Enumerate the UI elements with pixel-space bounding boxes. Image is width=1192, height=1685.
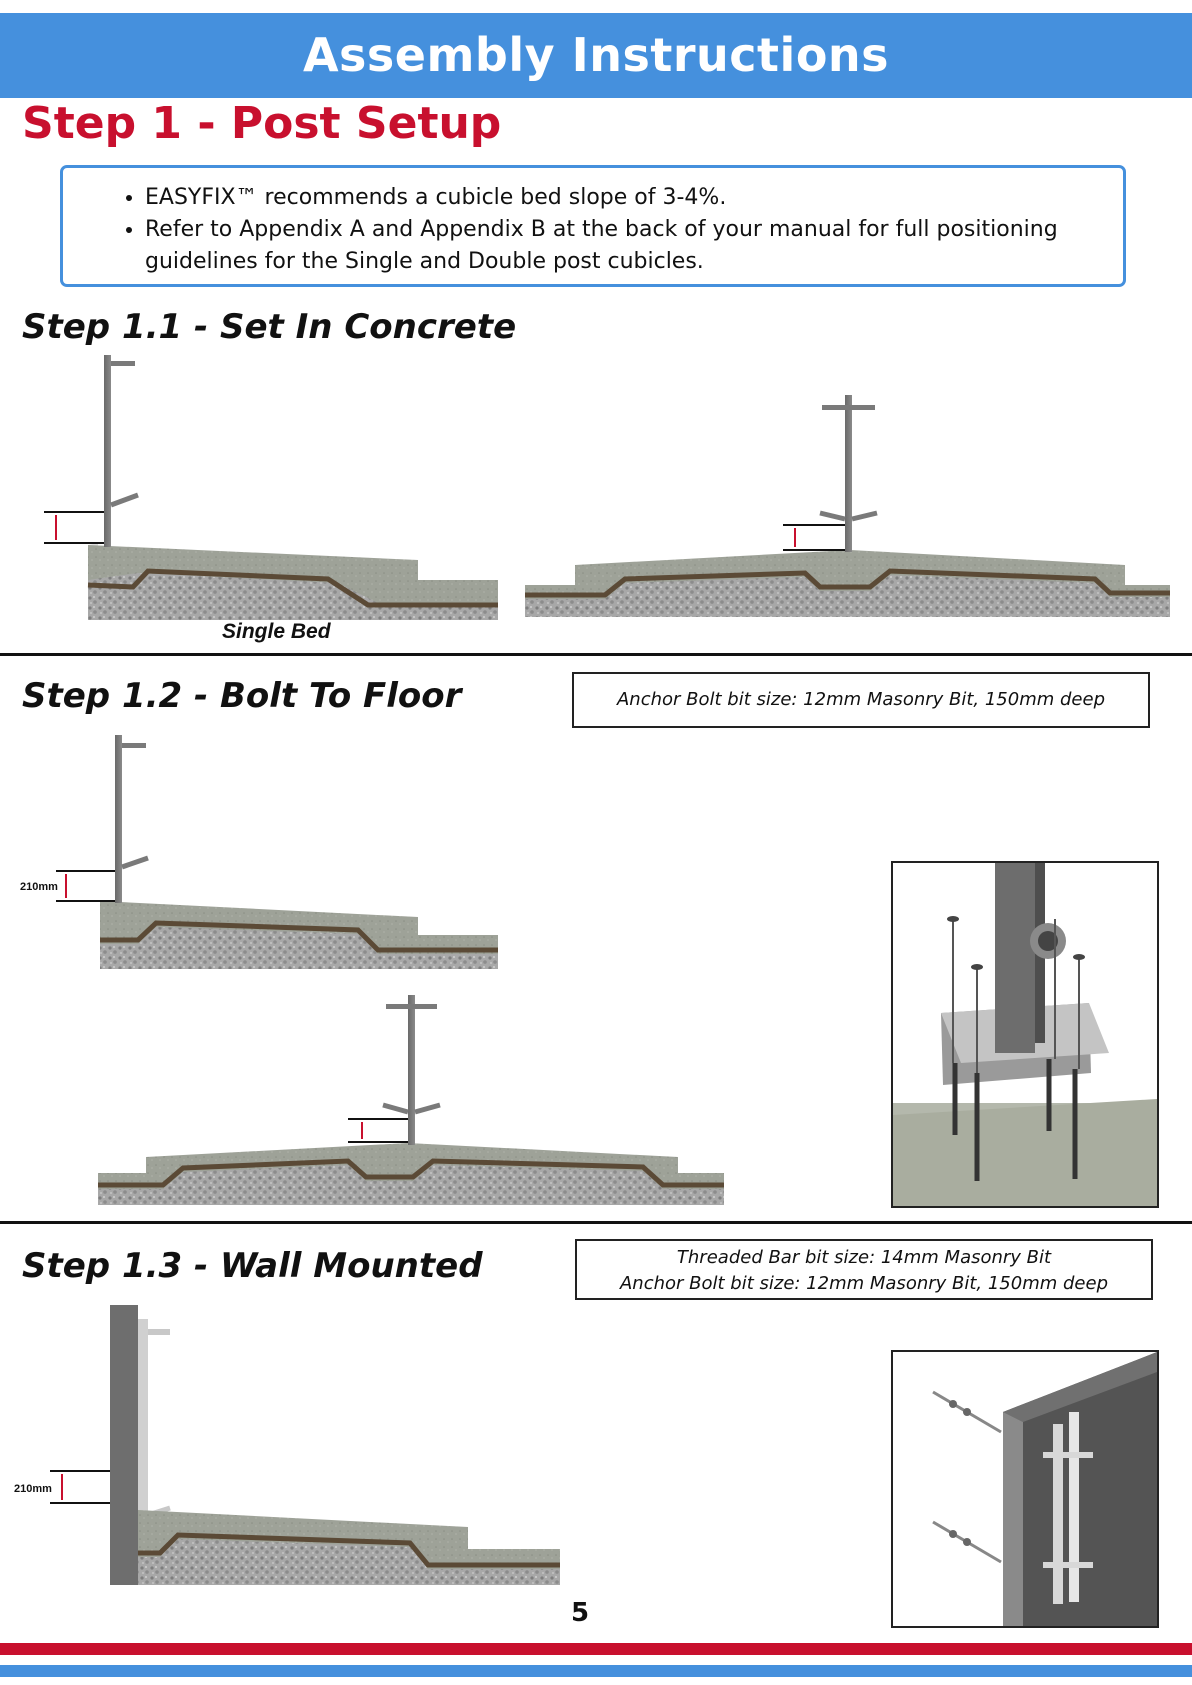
- single-bed-diagram: [44, 355, 498, 620]
- base-plate-bolt-photo: [891, 861, 1159, 1208]
- single-bed-caption: Single Bed: [222, 620, 331, 643]
- footer-stripe-red: [0, 1643, 1192, 1655]
- step-1-1-title: Step 1.1 - Set In Concrete: [22, 307, 517, 347]
- section-divider: [0, 1221, 1192, 1224]
- section-divider: [0, 653, 1192, 656]
- note-item: Refer to Appendix A and Appendix B at th…: [145, 214, 1123, 278]
- notes-box: EASYFIX™ recommends a cubicle bed slope …: [60, 165, 1126, 287]
- notes-list: EASYFIX™ recommends a cubicle bed slope …: [63, 182, 1123, 278]
- page-number: 5: [570, 1598, 590, 1628]
- step-title: Step 1 - Post Setup: [22, 98, 502, 149]
- footer-stripe-blue: [0, 1665, 1192, 1677]
- step-1-2-title: Step 1.2 - Bolt To Floor: [22, 676, 462, 716]
- base-plate-bolt-illustration: [893, 863, 1157, 1206]
- note-item: EASYFIX™ recommends a cubicle bed slope …: [145, 182, 1123, 214]
- double-bed-diagram: [525, 395, 1170, 617]
- step-1-3-title: Step 1.3 - Wall Mounted: [22, 1246, 483, 1286]
- anchor-bolt-info-text: Anchor Bolt bit size: 12mm Masonry Bit, …: [616, 689, 1106, 710]
- wall-mount-bit-info-box: Threaded Bar bit size: 14mm Masonry Bit …: [575, 1239, 1153, 1300]
- threaded-bar-info-text: Threaded Bar bit size: 14mm Masonry Bit: [676, 1247, 1052, 1268]
- anchor-bolt-info-text: Anchor Bolt bit size: 12mm Masonry Bit, …: [619, 1273, 1109, 1294]
- anchor-bolt-info-box: Anchor Bolt bit size: 12mm Masonry Bit, …: [572, 672, 1150, 728]
- dimension-label-210mm: 210mm: [14, 1483, 52, 1495]
- wall-mount-bracket-photo: [891, 1350, 1159, 1628]
- dimension-label-210mm: 210mm: [20, 881, 58, 893]
- bolt-single-bed-diagram: [56, 735, 498, 969]
- bolt-double-bed-diagram: [98, 995, 724, 1205]
- wall-mounted-diagram: [50, 1305, 560, 1585]
- wall-mount-bracket-illustration: [893, 1352, 1157, 1626]
- header-banner: Assembly Instructions: [0, 13, 1192, 98]
- page-header-title: Assembly Instructions: [302, 28, 890, 82]
